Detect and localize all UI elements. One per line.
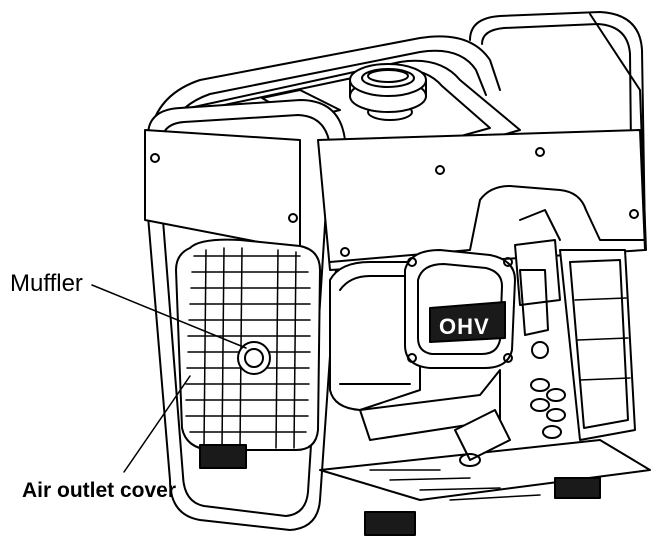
muffler-leader <box>91 284 247 349</box>
rubber-feet <box>199 444 601 536</box>
inverter-module <box>559 249 636 441</box>
muffler-label: Muffler <box>10 270 83 297</box>
air-outlet-cover-label: Air outlet cover <box>22 479 177 502</box>
cylinder-head-cover <box>404 249 516 369</box>
air-outlet-cover <box>175 238 321 451</box>
engine-body <box>329 261 501 441</box>
fuel-cap <box>349 63 427 113</box>
carburetor <box>514 209 561 359</box>
leader-lines <box>91 284 247 473</box>
air-outlet-leader <box>123 375 191 473</box>
connectors <box>530 378 566 439</box>
base-plate <box>319 409 651 501</box>
rear-frame <box>469 11 647 251</box>
ohv-badge: OHV <box>439 314 490 339</box>
side-panel <box>317 129 646 271</box>
